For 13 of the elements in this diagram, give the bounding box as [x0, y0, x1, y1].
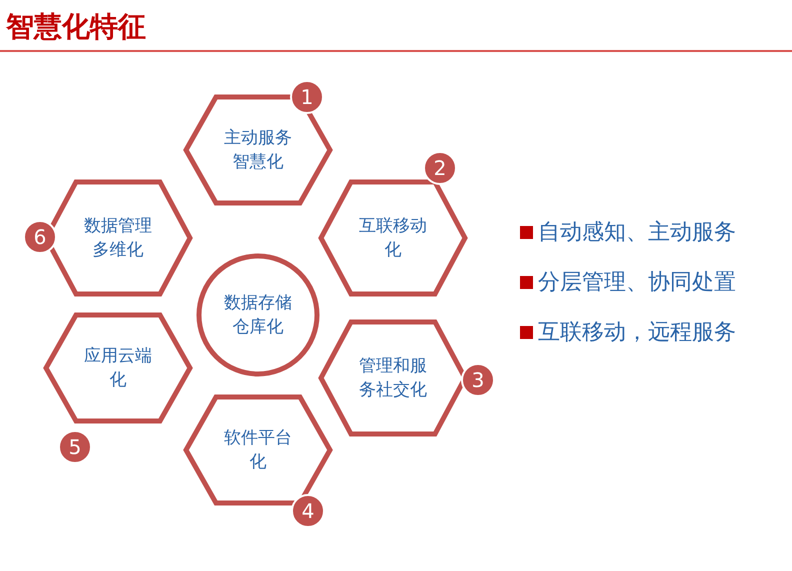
title: 智慧化特征 [6, 9, 146, 45]
number-badge: 6 [23, 220, 57, 254]
hexagon-node: 应用云端化 [43, 312, 193, 424]
number-badge: 1 [290, 80, 324, 114]
number-badge: 5 [58, 430, 92, 464]
list-item: 互联移动，远程服务 [538, 319, 736, 347]
number-badge: 3 [461, 363, 495, 397]
circle-node: 数据存储仓库化 [196, 253, 320, 377]
list-item: 分层管理、协同处置 [538, 269, 736, 297]
number-badge: 2 [423, 151, 457, 185]
number-badge: 4 [291, 494, 325, 528]
list-item: 自动感知、主动服务 [538, 219, 736, 247]
hexagon-node: 互联移动化 [318, 179, 468, 297]
